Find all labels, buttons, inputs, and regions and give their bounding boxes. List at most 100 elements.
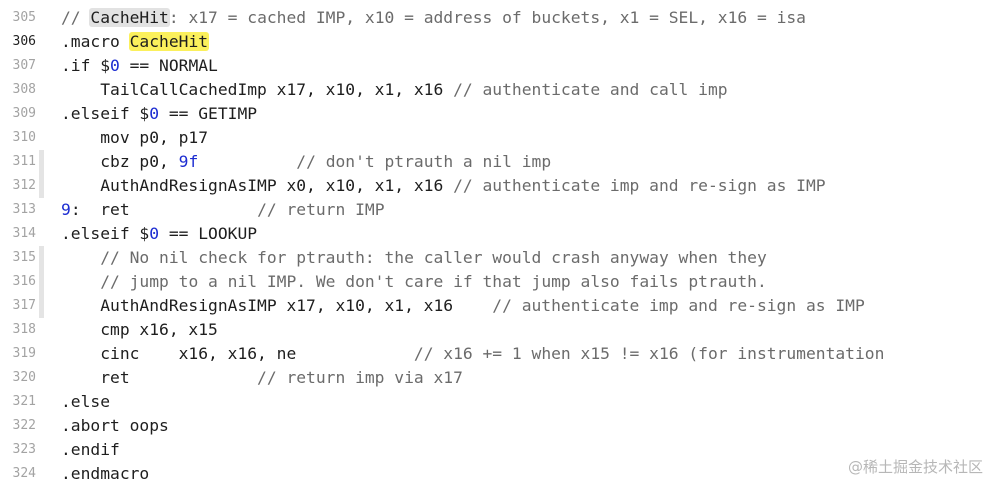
line-number: 307 [12, 58, 36, 73]
code-line[interactable]: 315 // No nil check for ptrauth: the cal… [0, 246, 999, 270]
comment-token: // jump to a nil IMP. We don't care if t… [100, 272, 767, 291]
line-number: 312 [12, 178, 36, 193]
number-token: 0 [149, 224, 160, 243]
fold-ribbon [39, 342, 44, 366]
code-text: 9: ret // return IMP [61, 198, 385, 222]
comment-token: // No nil check for ptrauth: the caller … [100, 248, 767, 267]
line-number: 318 [12, 322, 36, 337]
fold-ribbon [39, 54, 44, 78]
fold-ribbon [39, 318, 44, 342]
code-token: ret [61, 368, 258, 387]
fold-ribbon[interactable] [39, 246, 44, 270]
code-line[interactable]: 307 .if $0 == NORMAL [0, 54, 999, 78]
code-token: .elseif $ [61, 104, 150, 123]
fold-ribbon [39, 462, 44, 486]
code-line[interactable]: 323 .endif [0, 438, 999, 462]
code-token: .macro [61, 32, 130, 51]
code-text: AuthAndResignAsIMP x0, x10, x1, x16 // a… [61, 174, 826, 198]
line-number: 305 [12, 10, 36, 25]
fold-ribbon [39, 102, 44, 126]
code-token: cbz p0, [61, 152, 179, 171]
code-text: cmp x16, x15 [61, 318, 218, 342]
line-number: 310 [12, 130, 36, 145]
code-text: .endmacro [61, 462, 149, 486]
code-line[interactable]: 320 ret // return imp via x17 [0, 366, 999, 390]
code-text: cinc x16, x16, ne // x16 += 1 when x15 !… [61, 342, 884, 366]
watermark: @稀土掘金技术社区 [847, 458, 983, 476]
code-line[interactable]: 313 9: ret // return IMP [0, 198, 999, 222]
line-number: 315 [12, 250, 36, 265]
code-token [61, 248, 100, 267]
comment-token: // authenticate and call imp [453, 80, 728, 99]
comment-token: // don't ptrauth a nil imp [296, 152, 552, 171]
fold-ribbon [39, 222, 44, 246]
comment-token: // return imp via x17 [257, 368, 463, 387]
code-line[interactable]: 322 .abort oops [0, 414, 999, 438]
line-number: 308 [12, 82, 36, 97]
line-number: 320 [12, 370, 36, 385]
code-line[interactable]: 318 cmp x16, x15 [0, 318, 999, 342]
code-text: .if $0 == NORMAL [61, 54, 218, 78]
code-line[interactable]: 309 .elseif $0 == GETIMP [0, 102, 999, 126]
fold-ribbon [39, 198, 44, 222]
line-number: 321 [12, 394, 36, 409]
code-line[interactable]: 319 cinc x16, x16, ne // x16 += 1 when x… [0, 342, 999, 366]
line-number: 324 [12, 466, 36, 481]
line-number: 311 [12, 154, 36, 169]
line-number: 317 [12, 298, 36, 313]
fold-ribbon [39, 6, 44, 30]
line-number: 309 [12, 106, 36, 121]
code-token: .elseif $ [61, 224, 150, 243]
code-token: .endmacro [61, 464, 150, 483]
code-line[interactable]: 316 // jump to a nil IMP. We don't care … [0, 270, 999, 294]
fold-ribbon[interactable] [39, 174, 44, 198]
code-text: mov p0, p17 [61, 126, 208, 150]
code-line[interactable]: 314.elseif $0 == LOOKUP [0, 222, 999, 246]
code-text: cbz p0, 9f // don't ptrauth a nil imp [61, 150, 551, 174]
line-number: 313 [12, 202, 36, 217]
code-token: cinc x16, x16, ne [61, 344, 414, 363]
fold-ribbon [39, 78, 44, 102]
code-text: ret // return imp via x17 [61, 366, 463, 390]
code-token: .if $ [61, 56, 111, 75]
line-number: 322 [12, 418, 36, 433]
code-line[interactable]: 305 // CacheHit: x17 = cached IMP, x10 = … [0, 6, 999, 30]
fold-ribbon[interactable] [39, 150, 44, 174]
code-line[interactable]: 317 AuthAndResignAsIMP x17, x10, x1, x16… [0, 294, 999, 318]
code-text: .elseif $0 == LOOKUP [61, 222, 257, 246]
code-text: .endif [61, 438, 120, 462]
code-token: TailCallCachedImp x17, x10, x1, x16 [61, 80, 454, 99]
code-token: AuthAndResignAsIMP x0, x10, x1, x16 [61, 176, 454, 195]
code-text: // CacheHit: x17 = cached IMP, x10 = add… [61, 6, 806, 30]
code-token: mov p0, p17 [61, 128, 209, 147]
fold-ribbon [39, 30, 44, 54]
fold-ribbon[interactable] [39, 294, 44, 318]
code-line[interactable]: 312 AuthAndResignAsIMP x0, x10, x1, x16 … [0, 174, 999, 198]
code-line[interactable]: 324 .endmacro [0, 462, 999, 486]
number-token: 9 [61, 200, 71, 219]
code-token: == GETIMP [159, 104, 258, 123]
code-text: .elseif $0 == GETIMP [61, 102, 257, 126]
code-line[interactable]: 321.else [0, 390, 999, 414]
line-number: 316 [12, 274, 36, 289]
fold-ribbon [39, 366, 44, 390]
code-text: TailCallCachedImp x17, x10, x1, x16 // a… [61, 78, 728, 102]
code-text: .macro CacheHit [61, 30, 210, 54]
code-token: .endif [61, 440, 120, 459]
code-text: .abort oops [61, 414, 169, 438]
fold-ribbon[interactable] [39, 270, 44, 294]
code-line[interactable]: 306 .macro CacheHit [0, 30, 999, 54]
code-text: // jump to a nil IMP. We don't care if t… [61, 270, 767, 294]
code-line[interactable]: 310 mov p0, p17 [0, 126, 999, 150]
symbol-highlight: CacheHit [89, 8, 170, 27]
line-number: 323 [12, 442, 36, 457]
comment-token: // [61, 8, 91, 27]
code-token: .abort oops [61, 416, 169, 435]
comment-token: // return IMP [257, 200, 385, 219]
line-number: 306 [12, 34, 36, 49]
code-editor[interactable]: 305 // CacheHit: x17 = cached IMP, x10 = … [0, 6, 999, 486]
code-token: : ret [70, 200, 258, 219]
code-line[interactable]: 308 TailCallCachedImp x17, x10, x1, x16 … [0, 78, 999, 102]
comment-token: // authenticate imp and re-sign as IMP [453, 176, 826, 195]
code-line[interactable]: 311 cbz p0, 9f // don't ptrauth a nil im… [0, 150, 999, 174]
